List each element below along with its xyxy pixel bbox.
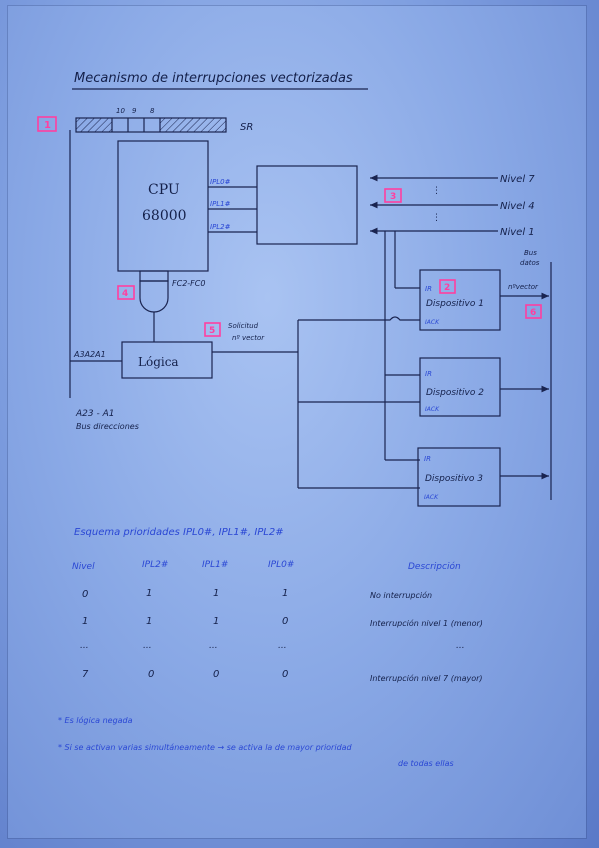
sr-hatch-right <box>160 118 226 132</box>
ipl2-label: IPL2# <box>210 223 231 231</box>
dots-lower: ⋮ <box>432 213 441 223</box>
device-2-ir: IR <box>425 370 432 378</box>
device-1-iack: IACK <box>425 319 440 326</box>
marker-box-sr <box>37 116 57 132</box>
note-2-cont: de todas ellas <box>398 759 454 768</box>
iack-dev1-line <box>298 316 420 321</box>
table-header-descripcion: Descripción <box>408 561 461 572</box>
sr-hatch-left <box>76 118 112 132</box>
cpu-model: 68000 <box>142 208 187 224</box>
fc-label: FC2-FC0 <box>172 279 205 288</box>
device-2-name: Dispositivo 2 <box>426 388 484 398</box>
cpu-label: CPU <box>148 182 180 198</box>
table-header-ipl1: IPL1# <box>202 560 228 570</box>
sr-label: SR <box>240 122 253 133</box>
device-2-box <box>419 357 501 417</box>
marker-4: 4 <box>122 289 128 299</box>
device-2-iack: IACK <box>425 406 440 413</box>
level-7-label: Nivel 7 <box>500 174 535 185</box>
table-row-2-ipl2: ... <box>143 641 152 651</box>
table-row-3-nivel: 7 <box>82 669 89 680</box>
device-3-ir: IR <box>424 455 431 463</box>
device-1-name: Dispositivo 1 <box>426 299 484 309</box>
table-row-1-ipl0: 0 <box>282 616 288 627</box>
note-1: * Es lógica negada <box>58 715 133 725</box>
ipl1-label: IPL1# <box>210 200 231 208</box>
ipl0-label: IPL0# <box>210 178 231 186</box>
page-title: Mecanismo de interrupciones vectorizadas <box>74 71 353 86</box>
logic-label: Lógica <box>138 355 179 369</box>
marker-box-5 <box>204 322 221 337</box>
priority-encoder-box <box>256 165 358 245</box>
and-gate <box>139 280 169 313</box>
fc-connector <box>139 270 169 282</box>
table-row-1-ipl2: 1 <box>146 616 152 627</box>
table-row-2-ipl0: ... <box>278 641 287 651</box>
table-header-nivel: Nivel <box>72 562 95 572</box>
table-row-2-ipl1: ... <box>209 641 218 651</box>
table-row-1-ipl1: 1 <box>213 616 219 627</box>
marker-2: 2 <box>444 283 450 293</box>
level-4-label: Nivel 4 <box>500 201 535 212</box>
marker-box-3 <box>384 188 402 203</box>
device-3-name: Dispositivo 3 <box>425 474 483 484</box>
a3a2a1-label: A3A2A1 <box>73 350 106 359</box>
nvector-request-label: nº vector <box>232 334 265 342</box>
marker-sr: 1 <box>44 120 51 131</box>
logic-box <box>121 341 213 379</box>
addr-bus-label-1: A23 - A1 <box>75 409 114 419</box>
marker-box-6 <box>525 304 542 319</box>
marker-box-2 <box>439 279 456 294</box>
note-2: * Si se activan varias simultáneamente →… <box>58 743 353 752</box>
table-row-0-ipl1: 1 <box>213 588 219 599</box>
table-header-ipl2: IPL2# <box>142 560 168 570</box>
data-bus-label-2: datos <box>520 259 540 267</box>
nvector-label: nºvector <box>508 283 539 291</box>
cpu-box <box>117 140 209 272</box>
marker-5: 5 <box>209 326 215 336</box>
table-row-0-desc: No interrupción <box>370 590 432 600</box>
table-row-0-ipl2: 1 <box>146 588 152 599</box>
level-1-label: Nivel 1 <box>500 227 535 238</box>
sr-bit-10: 10 <box>116 107 125 115</box>
device-1-box <box>419 269 501 331</box>
table-row-0-ipl0: 1 <box>282 588 288 599</box>
marker-3: 3 <box>390 192 396 202</box>
dots-upper: ⋮ <box>432 186 441 196</box>
table-row-3-desc: Interrupción nivel 7 (mayor) <box>370 673 483 683</box>
table-row-0-nivel: 0 <box>82 589 88 600</box>
addr-bus-label-2: Bus direcciones <box>76 422 139 431</box>
table-row-3-ipl1: 0 <box>213 669 219 680</box>
table-row-3-ipl0: 0 <box>282 669 288 680</box>
solicitud-label: Solicitud <box>228 322 259 330</box>
table-row-2-desc: ... <box>456 641 465 651</box>
paper-sheet <box>8 6 586 838</box>
sr-bit-8: 8 <box>150 107 155 115</box>
table-row-3-ipl2: 0 <box>148 669 154 680</box>
data-bus-label-1: Bus <box>524 249 537 257</box>
scheme-title: Esquema prioridades IPL0#, IPL1#, IPL2# <box>74 527 284 538</box>
table-row-1-nivel: 1 <box>82 616 88 627</box>
table-row-1-desc: Interrupción nivel 1 (menor) <box>370 618 483 628</box>
sr-bit-9: 9 <box>132 107 137 115</box>
marker-6: 6 <box>530 308 536 318</box>
table-row-2-nivel: ... <box>80 641 89 651</box>
marker-box-4 <box>117 285 135 300</box>
table-header-ipl0: IPL0# <box>268 560 294 570</box>
device-1-ir: IR <box>425 285 432 293</box>
device-3-iack: IACK <box>424 494 439 501</box>
device-3-box <box>417 447 501 507</box>
